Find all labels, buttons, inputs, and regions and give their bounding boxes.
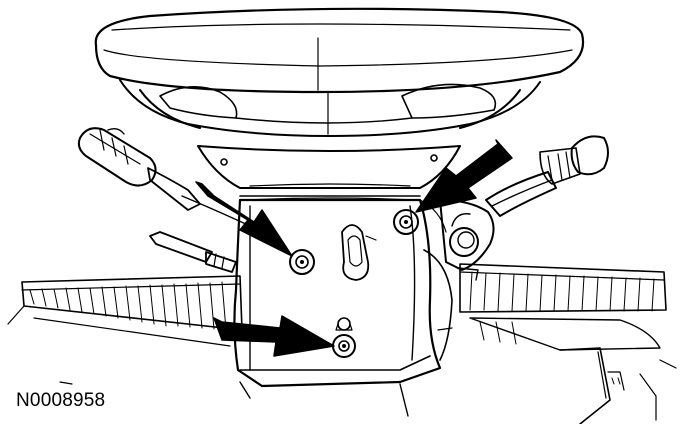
right-dash-panel: [460, 264, 666, 350]
figure-id-label: N0008958: [16, 390, 106, 411]
arrow-lower-fastener: [214, 316, 334, 356]
ignition-switch-assembly: [440, 200, 494, 280]
arrow-right-fastener: [416, 140, 512, 212]
left-dash-panel: [8, 276, 242, 346]
fastener-lower: [333, 335, 355, 357]
right-lower-trim: [560, 348, 676, 424]
tilt-release-lever: [150, 232, 236, 272]
fastener-right: [394, 210, 418, 234]
upper-shroud: [198, 146, 460, 200]
right-multifunction-lever: [486, 136, 608, 216]
arrow-left-fastener: [182, 182, 292, 256]
column-lower-edge: [60, 382, 408, 416]
steering-wheel: [96, 9, 583, 136]
left-multifunction-lever: [79, 128, 200, 210]
fastener-left: [290, 250, 314, 274]
